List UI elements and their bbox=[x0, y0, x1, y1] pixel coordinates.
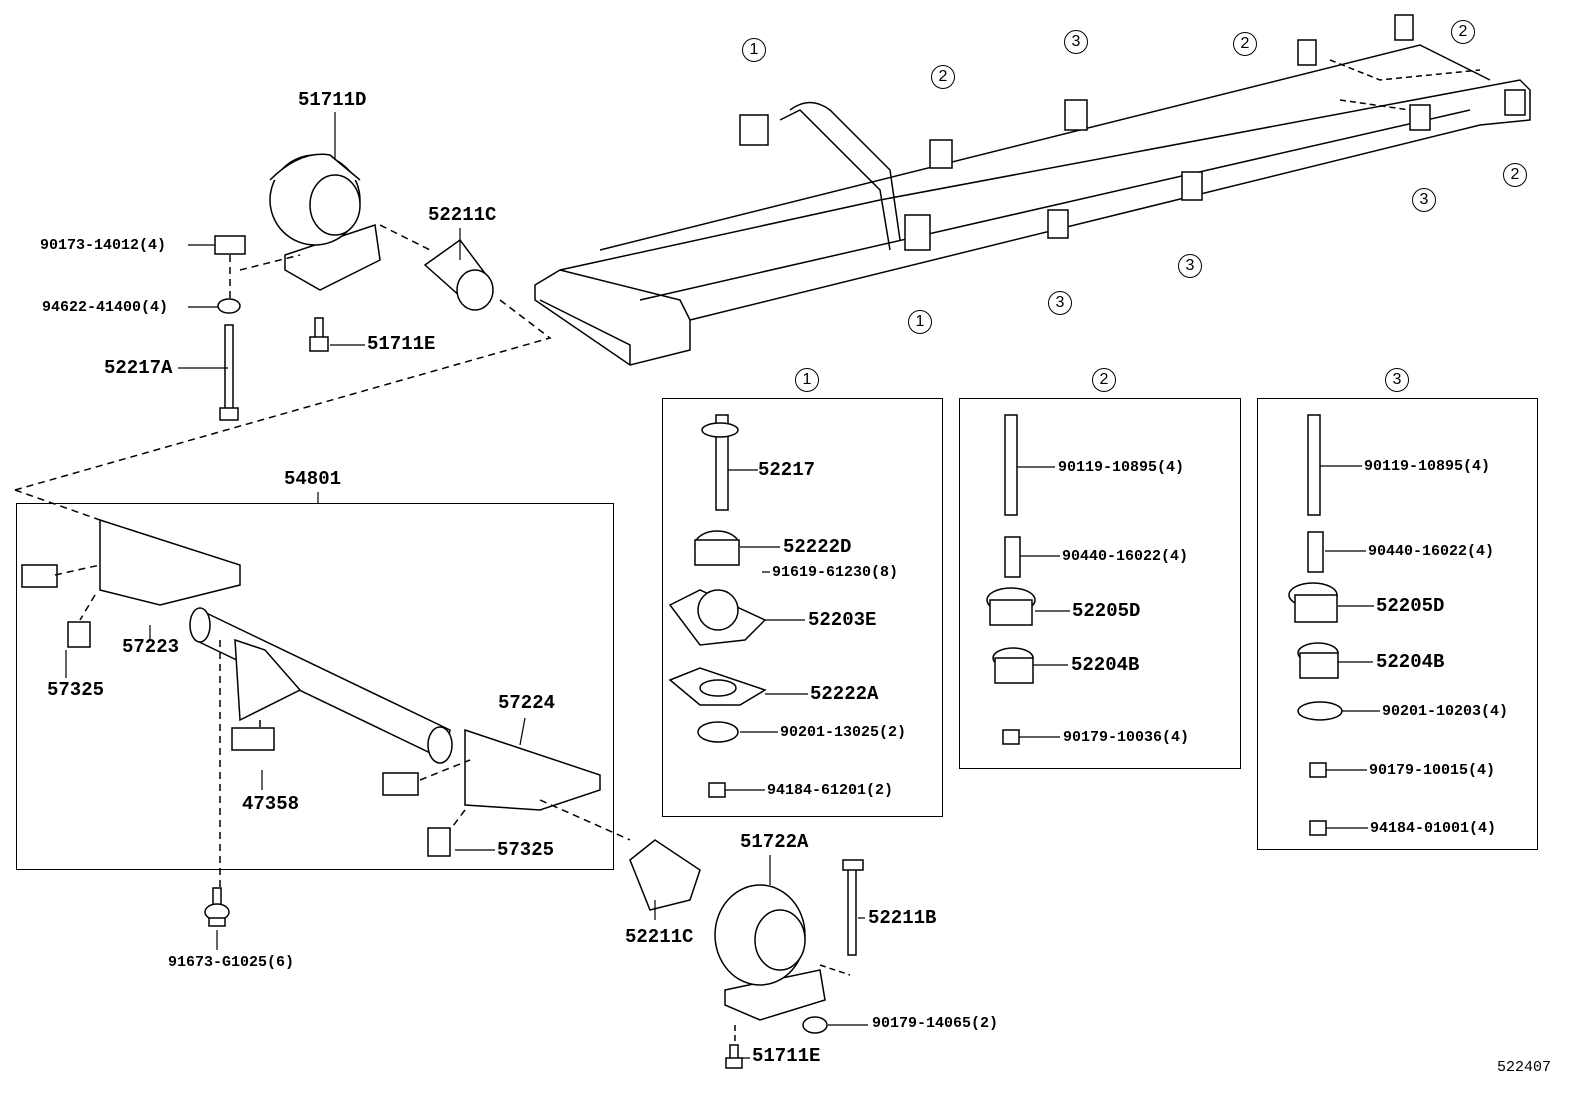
detail-box-1 bbox=[662, 398, 943, 817]
part-label: 51711E bbox=[367, 333, 436, 355]
part-label: 57224 bbox=[498, 692, 556, 714]
part-label: 57223 bbox=[122, 636, 180, 658]
part-label: 52204B bbox=[1071, 654, 1140, 676]
part-label: 52211C bbox=[625, 926, 694, 948]
part-label: 90179-14065(2) bbox=[872, 1015, 999, 1032]
frame-marker-3: 3 bbox=[1178, 254, 1202, 278]
part-label: 90179-10036(4) bbox=[1063, 729, 1190, 746]
part-label: 52205D bbox=[1072, 600, 1141, 622]
part-label: 52222A bbox=[810, 683, 879, 705]
part-label: 90440-16022(4) bbox=[1368, 543, 1495, 560]
part-label: 52203E bbox=[808, 609, 877, 631]
frame-marker-3: 3 bbox=[1412, 188, 1436, 212]
frame-marker-1: 1 bbox=[742, 38, 766, 62]
part-label: 94184-01001(4) bbox=[1370, 820, 1497, 837]
part-label: 57325 bbox=[47, 679, 105, 701]
detail-box-3 bbox=[1257, 398, 1538, 850]
frame-marker-2: 2 bbox=[931, 65, 955, 89]
assembly-54801-box bbox=[16, 503, 614, 870]
frame-marker-3: 3 bbox=[1064, 30, 1088, 54]
part-label: 94184-61201(2) bbox=[767, 782, 894, 799]
frame-drawing bbox=[534, 44, 1531, 366]
part-label: 52211C bbox=[428, 204, 497, 226]
part-label: 52204B bbox=[1376, 651, 1445, 673]
part-label: 57325 bbox=[497, 839, 555, 861]
frame-marker-1: 1 bbox=[908, 310, 932, 334]
frame-marker-2: 2 bbox=[1233, 32, 1257, 56]
frame-marker-3: 3 bbox=[1048, 291, 1072, 315]
part-label: 90119-10895(4) bbox=[1058, 459, 1185, 476]
part-label: 51722A bbox=[740, 831, 809, 853]
detail-box-2 bbox=[959, 398, 1241, 769]
group-marker-3: 3 bbox=[1385, 368, 1409, 392]
part-label: 51711D bbox=[298, 89, 367, 111]
diagram-id: 522407 bbox=[1497, 1059, 1552, 1076]
part-label: 47358 bbox=[242, 793, 300, 815]
part-label: 94622-41400(4) bbox=[42, 299, 169, 316]
part-label: 90179-10015(4) bbox=[1369, 762, 1496, 779]
part-label: 51711E bbox=[752, 1045, 821, 1067]
part-label: 90119-10895(4) bbox=[1364, 458, 1491, 475]
part-label: 52222D bbox=[783, 536, 852, 558]
part-label: 90201-10203(4) bbox=[1382, 703, 1509, 720]
part-label: 90201-13025(2) bbox=[780, 724, 907, 741]
part-label: 91619-61230(8) bbox=[772, 564, 899, 581]
part-label: 54801 bbox=[284, 468, 342, 490]
group-marker-1: 1 bbox=[795, 368, 819, 392]
part-label: 52217A bbox=[104, 357, 173, 379]
part-label: 52205D bbox=[1376, 595, 1445, 617]
frame-marker-2: 2 bbox=[1451, 20, 1475, 44]
part-label: 90173-14012(4) bbox=[40, 237, 167, 254]
part-label: 52211B bbox=[868, 907, 937, 929]
part-label: 52217 bbox=[758, 459, 816, 481]
group-marker-2: 2 bbox=[1092, 368, 1116, 392]
frame-marker-2: 2 bbox=[1503, 163, 1527, 187]
part-label: 90440-16022(4) bbox=[1062, 548, 1189, 565]
part-label: 91673-G1025(6) bbox=[168, 954, 295, 971]
